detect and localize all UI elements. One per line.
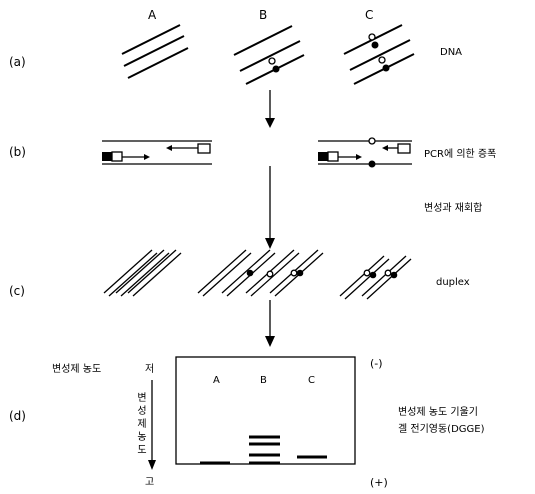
mutation-filled-dot <box>371 41 379 49</box>
mutation-filled-dot <box>296 269 304 277</box>
mutation-open-dot <box>268 57 276 65</box>
gel-lane-b: B <box>260 375 267 386</box>
duplex-group-b <box>197 249 324 297</box>
step-label-c: (c) <box>9 284 25 298</box>
sample-label-a: A <box>148 8 157 22</box>
arrow-2 <box>265 166 275 249</box>
label-dgge-line1: 변성제 농도 기울기 <box>398 406 478 418</box>
gradient-axis <box>148 380 156 470</box>
mutation-filled-dot <box>390 271 398 279</box>
mutation-filled-dot <box>272 65 280 73</box>
step-label-a: (a) <box>9 55 26 69</box>
dna-strands-a <box>121 24 189 79</box>
label-electrode-pos: (+) <box>370 476 388 489</box>
label-pcr: PCR에 의한 증폭 <box>424 148 496 160</box>
mutation-open-dot <box>266 270 274 278</box>
mutation-filled-dot <box>382 64 390 72</box>
label-gel-low: 저 <box>145 363 154 375</box>
sample-label-c: C <box>365 8 373 22</box>
mutation-open-dot <box>363 269 371 277</box>
gel-lane-c: C <box>308 375 315 386</box>
mutation-open-dot <box>378 56 386 64</box>
step-label-d: (d) <box>9 409 26 423</box>
dna-strands-b <box>233 25 305 85</box>
label-gel-axis-vertical: 변성제농도 <box>135 392 147 457</box>
label-gradient: 변성제 농도 <box>52 363 101 375</box>
mutation-open-dot <box>368 33 376 41</box>
duplex-group-a <box>103 249 182 297</box>
pcr-amplicon-right <box>318 137 412 168</box>
label-electrode-neg: (-) <box>370 357 383 370</box>
arrow-3 <box>265 300 275 347</box>
label-dgge-line2: 겔 전기영동(DGGE) <box>398 423 485 435</box>
duplex-group-c <box>339 255 412 300</box>
arrow-1 <box>265 90 275 128</box>
gel-lane-a: A <box>213 375 220 386</box>
label-duplex: duplex <box>436 277 470 288</box>
label-dna: DNA <box>440 47 462 58</box>
label-denature: 변성과 재회합 <box>424 202 482 214</box>
sample-label-b: B <box>259 8 267 22</box>
label-gel-high: 고 <box>145 477 154 488</box>
mutation-filled-dot <box>368 160 376 168</box>
mutation-filled-dot <box>369 271 377 279</box>
mutation-open-dot <box>290 269 298 277</box>
mutation-filled-dot <box>246 269 254 277</box>
mutation-open-dot <box>384 269 392 277</box>
mutation-open-dot <box>368 137 376 145</box>
pcr-amplicon-left <box>102 140 212 165</box>
gel-box <box>175 356 356 465</box>
step-label-b: (b) <box>9 145 26 159</box>
dna-strands-c <box>343 24 415 85</box>
